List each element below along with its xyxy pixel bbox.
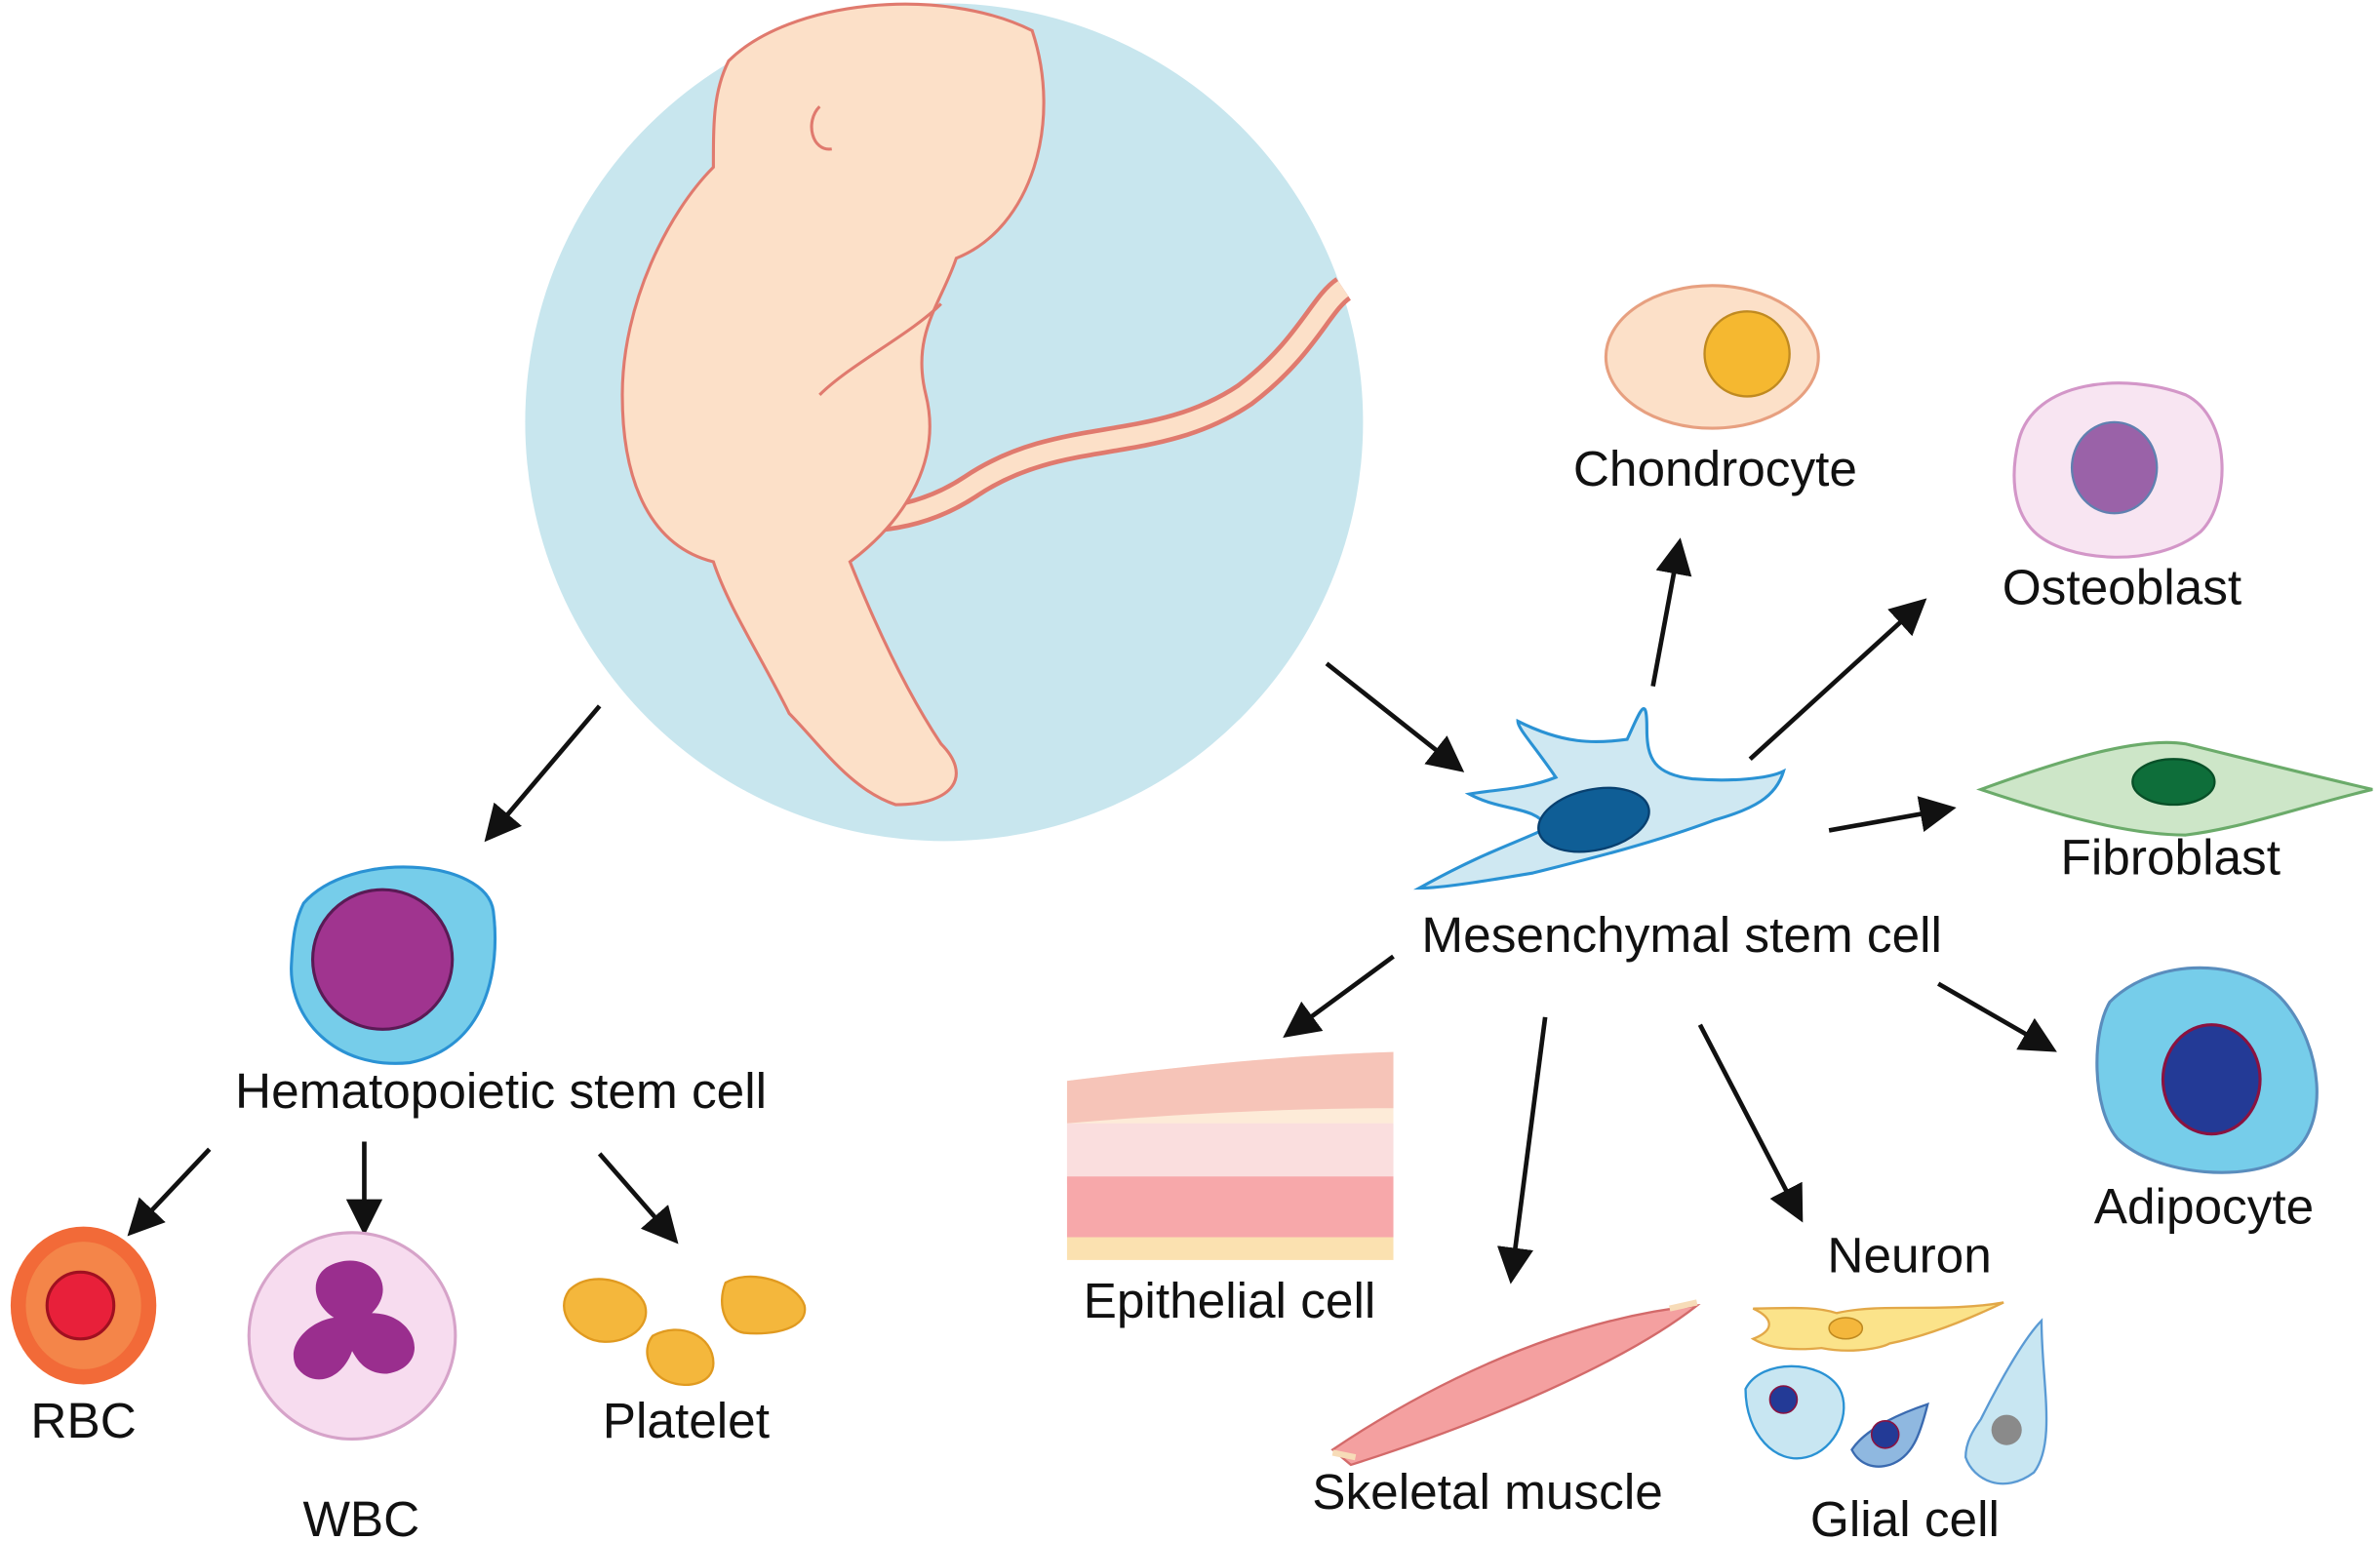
- chondrocyte-cell: [1604, 284, 1820, 430]
- glial-cells: [1744, 1318, 2048, 1485]
- fetus-body: [620, 2, 1046, 807]
- arrow-msc-to-epithelial: [1283, 954, 1395, 1038]
- arrow-msc-to-chondrocyte: [1650, 537, 1692, 688]
- osteoblast-cell: [2012, 381, 2224, 559]
- wbc-cell: [247, 1231, 457, 1442]
- adipocyte-label: Adipocyte: [2094, 1179, 2314, 1235]
- fetus-illustration: [525, 2, 1364, 842]
- hsc-label: Hematopoietic stem cell: [235, 1063, 767, 1119]
- fibroblast-label: Fibroblast: [2061, 830, 2281, 886]
- arrow-fetus-to-msc: [1325, 661, 1465, 772]
- skeletal-muscle-label: Skeletal muscle: [1312, 1464, 1663, 1520]
- msc-cell: [1412, 707, 1786, 890]
- hsc-cell: [290, 865, 497, 1065]
- epithelial-tissue: [1066, 1051, 1394, 1260]
- adipocyte-cell: [2095, 966, 2319, 1174]
- arrow-msc-to-adipocyte: [1937, 981, 2057, 1052]
- arrow-hsc-to-rbc: [127, 1147, 212, 1237]
- arrow-msc-to-fibroblast: [1828, 796, 1957, 833]
- neuron-label: Neuron: [1827, 1227, 1991, 1283]
- arrows: [127, 537, 2057, 1284]
- msc-label: Mesenchymal stem cell: [1421, 907, 1942, 963]
- platelets: [563, 1275, 807, 1386]
- chondrocyte-label: Chondrocyte: [1573, 441, 1857, 496]
- neuron-cell: [1750, 1301, 2004, 1352]
- fibroblast-cell: [1976, 740, 2373, 837]
- rbc-cell: [10, 1226, 157, 1385]
- rbc-label: RBC: [30, 1393, 136, 1448]
- platelet-label: Platelet: [603, 1393, 770, 1448]
- skeletal-muscle: [1330, 1299, 1701, 1467]
- arrow-fetus-to-hsc: [484, 704, 602, 843]
- wbc-label: WBC: [302, 1491, 419, 1541]
- osteoblast-label: Osteoblast: [2003, 560, 2241, 615]
- arrow-msc-to-osteoblast: [1748, 598, 1927, 762]
- arrow-msc-to-neuron: [1697, 1023, 1804, 1223]
- glial-label: Glial cell: [1810, 1491, 2000, 1541]
- arrow-msc-to-skeletal: [1496, 1016, 1548, 1284]
- arrow-hsc-to-platelet: [597, 1152, 679, 1245]
- epithelial-label: Epithelial cell: [1084, 1273, 1376, 1328]
